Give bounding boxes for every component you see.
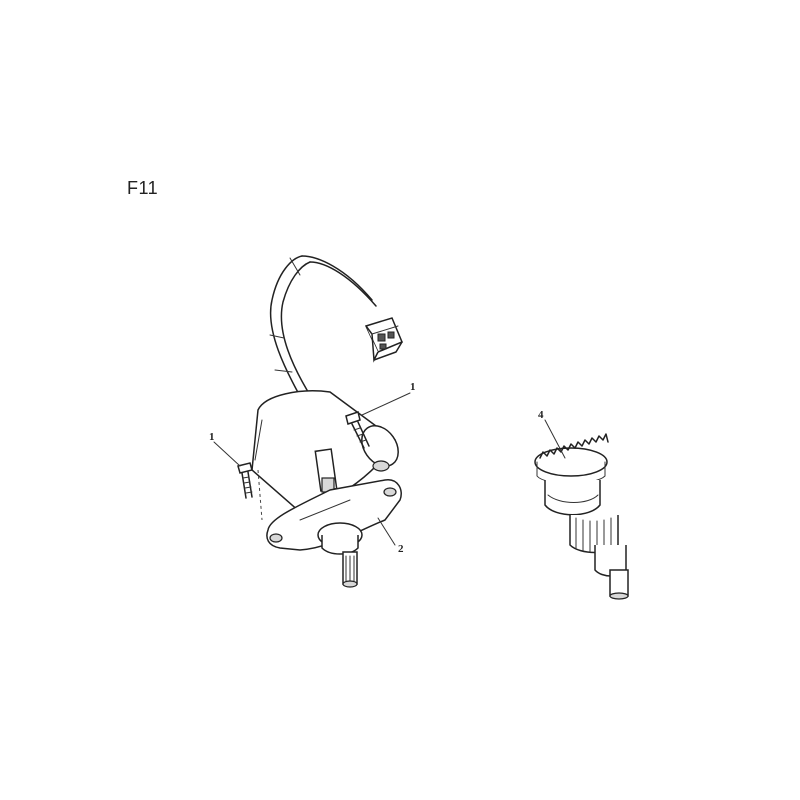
starter-clutch: [534, 433, 629, 600]
callout-starter-clutch: 4: [538, 409, 544, 421]
callout-bolt-right: 1: [410, 381, 416, 393]
connector-plug: [364, 317, 403, 363]
bolt-right: [345, 411, 370, 449]
mounting-flange: [266, 479, 402, 551]
callout-bolt-left: 1: [209, 431, 215, 443]
leader-lines: [213, 392, 566, 546]
starter-motor: [237, 255, 403, 588]
callout-starter-motor: 2: [398, 543, 404, 555]
figure-label: F11: [127, 178, 159, 198]
gear-teeth: [539, 433, 609, 459]
drive-end-shaft: [317, 522, 363, 588]
terminal-post: [314, 448, 338, 493]
bolt-left: [237, 462, 253, 499]
